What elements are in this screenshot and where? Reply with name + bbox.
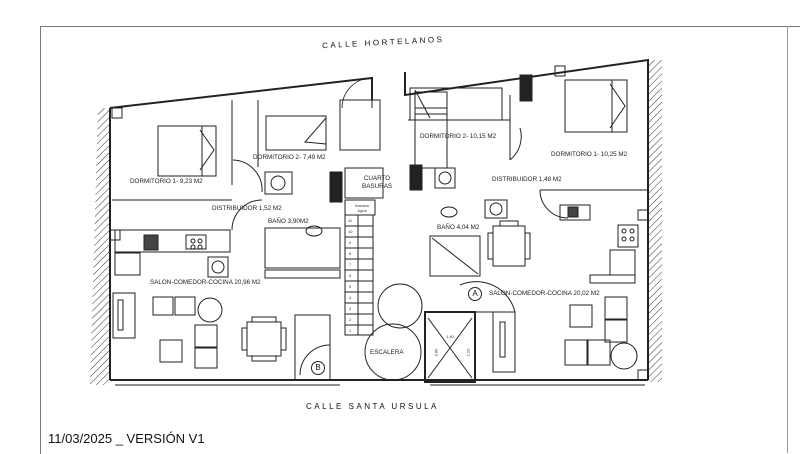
lift-depth-left-dim: 0.80 <box>433 348 439 357</box>
room-label-a-dormitorio-1: DORMITORIO 1- 10,25 M2 <box>551 151 628 158</box>
drawing-frame <box>40 26 800 454</box>
frame-right-edge <box>787 26 788 453</box>
stair-step: 10 <box>348 229 353 234</box>
stair-step: 1 <box>349 328 352 333</box>
unit-tag-a: A <box>468 287 482 301</box>
street-name-bottom: CALLE SANTA URSULA <box>306 402 439 411</box>
room-label-a-salon: SALON-COMEDOR-COCINA 20,02 M2 <box>489 290 600 297</box>
room-label-b-distribuidor: DISTRIBUIDOR 1,52 M2 <box>212 205 282 212</box>
water-cabinet-label: Armario Agua <box>354 203 369 213</box>
stair-step: 11 <box>348 218 353 223</box>
lift-width-dim: 1.40 <box>446 334 454 339</box>
stair-step: 8 <box>349 251 352 256</box>
stair-step: 3 <box>349 306 352 311</box>
room-label-b-bano: BAÑO 3,90M2 <box>268 218 309 225</box>
room-label-a-distribuidor: DISTRIBUIDOR 1,48 M2 <box>492 176 562 183</box>
room-label-a-bano: BAÑO 4,04 M2 <box>437 224 480 231</box>
room-label-b-salon: SALON-COMEDOR-COCINA 20,96 M2 <box>150 279 261 286</box>
lift-depth-right-dim: 1.20 <box>465 348 471 357</box>
stair-label: ESCALERA <box>370 349 404 356</box>
stair-step: 4 <box>349 295 352 300</box>
room-label-trash: CUARTO BASURAS <box>362 175 393 190</box>
unit-tag-b: B <box>311 361 325 375</box>
version-note: 11/03/2025 _ VERSIÓN V1 <box>48 431 205 446</box>
room-label-b-dormitorio-2: DORMITORIO 2- 7,49 M2 <box>253 154 326 161</box>
stair-step: 2 <box>349 317 352 322</box>
stair-step: 7 <box>349 262 352 267</box>
stair-step: 5 <box>349 284 352 289</box>
stair-step: 9 <box>349 240 352 245</box>
stair-step: 6 <box>349 273 352 278</box>
room-label-b-dormitorio-1: DORMITORIO 1- 9,23 M2 <box>130 178 203 185</box>
room-label-a-dormitorio-2: DORMITORIO 2- 10,15 M2 <box>420 133 497 140</box>
